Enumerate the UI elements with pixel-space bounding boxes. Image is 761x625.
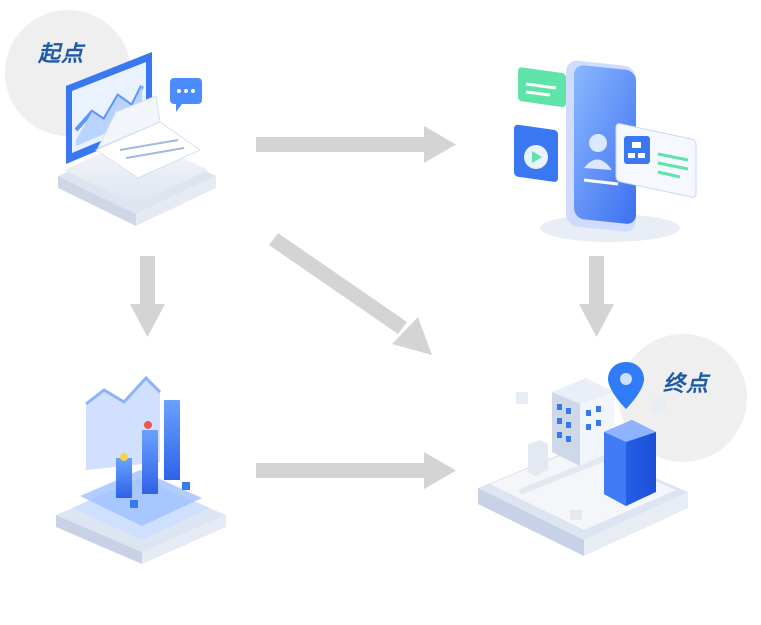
laptop-document-icon — [58, 52, 216, 226]
arrow-mobile-to-end — [579, 256, 614, 337]
arrow-start-to-analytics — [130, 256, 165, 337]
start-label: 起点 — [38, 42, 85, 67]
arrow-start-to-end — [269, 233, 432, 355]
end-label: 终点 — [663, 372, 710, 397]
bar-chart-platform-icon — [56, 375, 226, 564]
city-location-icon — [478, 362, 688, 556]
arrow-analytics-to-end — [256, 452, 456, 489]
mobile-profile-icon — [514, 60, 697, 242]
arrow-start-to-mobile — [256, 126, 456, 163]
